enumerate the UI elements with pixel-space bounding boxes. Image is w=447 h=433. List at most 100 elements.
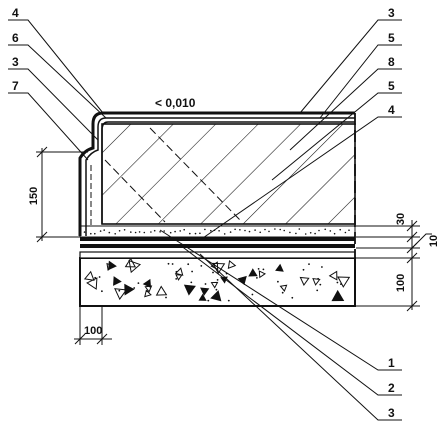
aggregate-grain [275, 263, 284, 272]
aggregate-grain [144, 289, 152, 298]
screed-dot [123, 229, 126, 231]
callout-bottom-2: 2 [388, 381, 395, 395]
aggregate-speck [175, 270, 178, 273]
screed-dot [118, 230, 121, 232]
aggregate-grain [279, 284, 288, 292]
screed-dot [333, 232, 336, 235]
aggregate-grain [210, 281, 219, 289]
screed-dot [169, 231, 172, 234]
callout-leaders-bottom [159, 229, 402, 421]
aggregate-grain [248, 268, 258, 277]
screed-dot [283, 229, 286, 232]
floor-insulation-block [101, 123, 356, 225]
screed-dot [259, 231, 262, 234]
aggregate-speck [175, 278, 178, 280]
callout-leaders-right [199, 19, 402, 241]
aggregate-grain [106, 262, 115, 271]
screed-dot [274, 228, 276, 230]
screed-dot [239, 229, 241, 231]
dimension-label-membrane: 10 [428, 235, 440, 247]
dimension-right-stack [356, 220, 432, 312]
aggregate-grain [183, 284, 196, 296]
screed-dot [163, 230, 165, 232]
screed-dot [234, 228, 236, 231]
callout-right-5: 4 [388, 103, 395, 117]
aggregate-speck [257, 268, 260, 270]
aggregate-speck [191, 270, 194, 273]
aggregate-speck [187, 263, 190, 266]
callout-left-4: 7 [12, 79, 19, 93]
screed-dot [348, 229, 350, 231]
dimension-plinth-offset [74, 306, 112, 345]
screed-dot [108, 231, 111, 234]
screed-dot [90, 232, 92, 235]
screed-dot [324, 228, 327, 231]
aggregate-grain [113, 276, 122, 286]
aggregate-speck [94, 276, 97, 279]
callout-left-1: 4 [12, 6, 19, 20]
aggregate-speck [319, 283, 322, 286]
dimension-label-plinth-offset: 100 [84, 325, 102, 337]
callout-leaders-left [8, 19, 107, 161]
screed-dot [194, 232, 197, 235]
aggregate-grain [198, 293, 207, 301]
screed-dot [279, 228, 282, 231]
top-cover-layers [103, 111, 355, 123]
screed-dot [174, 230, 176, 233]
screed-dot [264, 228, 266, 231]
screed-dot [254, 229, 256, 231]
screed-dot [204, 228, 206, 231]
aggregate-speck [101, 290, 103, 293]
screed-dot [83, 231, 86, 233]
aggregate-grain [174, 267, 184, 276]
aggregate-speck [212, 271, 214, 274]
screed-dot [309, 232, 312, 234]
aggregate-speck [256, 277, 258, 279]
aggregate-grain [124, 257, 137, 268]
aggregate-grain [299, 276, 310, 286]
screed-dot [304, 233, 307, 235]
aggregate-speck [98, 276, 101, 278]
screed-dot [223, 233, 226, 235]
aggregate-speck [216, 279, 219, 281]
aggregate-grain [142, 278, 152, 289]
underlay-layer [79, 251, 356, 259]
aggregate-grain [210, 290, 222, 302]
screed-dot [344, 231, 347, 234]
aggregate-speck [316, 289, 319, 292]
callout-right-4: 5 [388, 79, 395, 93]
screed-dot [329, 230, 332, 232]
aggregate-grain [83, 270, 95, 281]
screed-dot [114, 233, 116, 235]
aggregate-speck [207, 299, 210, 302]
screed-dot [134, 231, 137, 234]
screed-dot [130, 231, 132, 233]
screed-dot [103, 229, 105, 231]
aggregate-grain [124, 283, 135, 296]
dimension-plinth-height [36, 146, 88, 243]
screed-dot [143, 231, 146, 234]
screed-dot [189, 232, 191, 235]
aggregate-speck [167, 262, 170, 265]
aggregate-speck [302, 268, 305, 271]
dimension-label-slab: 100 [395, 274, 407, 292]
screed-dot [179, 230, 181, 232]
screed-dot [298, 228, 301, 230]
aggregate-grain [227, 259, 237, 269]
aggregate-grain [331, 289, 345, 302]
aggregate-speck [190, 281, 193, 284]
aggregate-grain [328, 270, 338, 281]
aggregate-speck [262, 268, 265, 271]
screed-dot [268, 230, 270, 233]
dimension-label-screed: 30 [395, 213, 407, 225]
aggregate-speck [107, 268, 110, 271]
aggregate-speck [133, 287, 136, 289]
screed-dot [229, 231, 232, 233]
aggregate-grain [175, 274, 183, 281]
aggregate-speck [204, 283, 207, 285]
callout-right-3: 8 [388, 55, 395, 69]
aggregate-grain [258, 270, 266, 279]
screed-dot [244, 229, 246, 232]
aggregate-speck [277, 280, 279, 283]
